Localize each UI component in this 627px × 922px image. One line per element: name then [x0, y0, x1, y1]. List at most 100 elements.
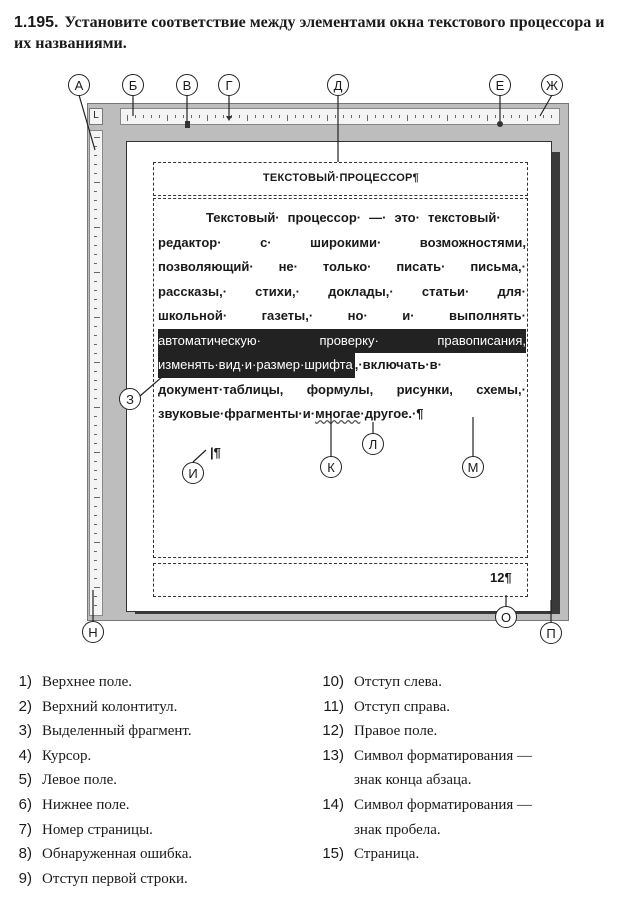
page-header-text: ТЕКСТОВЫЙ·ПРОЦЕССОР¶ — [262, 172, 420, 184]
ruler-tick — [247, 115, 248, 121]
answer-option: 12) Правое поле. — [318, 719, 532, 744]
selected-word: автоматическую· — [158, 332, 261, 348]
ruler-tick — [383, 115, 384, 118]
paragraph-line-2: редактор·с·широкими·возможностями, — [158, 231, 526, 256]
word: стихи,· — [255, 283, 300, 299]
ruler-tick — [303, 115, 304, 118]
answer-text: Отступ первой строки. — [42, 870, 188, 887]
ruler-tick — [94, 380, 97, 381]
answer-text: Отступ справа. — [354, 698, 450, 715]
ruler-tick — [94, 263, 97, 264]
ruler-tick — [327, 115, 328, 121]
ruler-tick — [375, 115, 376, 118]
ruler-tick — [94, 407, 100, 408]
answers-left-column: 1)Верхнее поле.2)Верхний колонтитул.3)Вы… — [14, 670, 192, 891]
ruler-tick — [94, 281, 97, 282]
ruler-tick — [167, 115, 168, 121]
ruler-tick — [463, 115, 464, 118]
label-g: Г — [218, 74, 240, 96]
label-i: И — [182, 462, 204, 484]
ruler-tick — [239, 115, 240, 118]
ruler-tick — [94, 605, 97, 606]
ruler-tick — [94, 344, 97, 345]
ruler-tick — [431, 115, 432, 118]
word: письма,· — [470, 259, 526, 274]
word: писать· — [396, 259, 446, 274]
ruler-tick — [94, 362, 100, 363]
answer-number: 5) — [18, 771, 32, 789]
word: газеты,· — [261, 308, 314, 323]
answer-option: 3)Выделенный фрагмент. — [14, 719, 192, 744]
ruler-tick — [423, 115, 424, 118]
ruler-tick — [94, 155, 97, 156]
header-area-box — [153, 162, 528, 196]
ruler-tick — [175, 115, 176, 118]
ruler-tick — [94, 335, 97, 336]
answer-number: 10) — [322, 673, 344, 690]
paragraph-line-4: рассказы,·стихи,·доклады,·статьи·для· — [158, 280, 526, 305]
document-paragraph[interactable]: Текстовый·процессор·—·это·текстовый· ред… — [158, 206, 526, 427]
word: с· — [260, 234, 272, 250]
horizontal-ruler[interactable] — [120, 108, 560, 125]
spelling-error-word[interactable]: многае — [315, 406, 361, 421]
label-a: А — [68, 74, 90, 96]
ruler-tick — [94, 497, 100, 498]
ruler-tick — [255, 115, 256, 118]
word: —· — [369, 210, 387, 225]
word: только· — [322, 259, 372, 274]
page-number: 12¶ — [490, 570, 512, 585]
ruler-tick — [359, 115, 360, 118]
word: выполнять· — [449, 308, 526, 323]
answer-number: 1) — [18, 673, 32, 690]
ruler-tick — [94, 560, 97, 561]
answer-option: 4)Курсор. — [14, 744, 192, 769]
paragraph-line-8: документ·таблицы,формулы,рисунки,схемы,· — [158, 378, 526, 403]
answer-option: 14)Символ форматирования — знак пробела. — [318, 793, 532, 842]
ruler-tick — [367, 115, 368, 121]
answer-text: Символ форматирования — знак конца абзац… — [354, 747, 533, 789]
answer-number: 15) — [322, 845, 344, 863]
ruler-tick — [127, 115, 128, 121]
ruler-tick — [495, 115, 496, 118]
word: схемы,· — [476, 381, 526, 397]
ruler-tick — [535, 115, 536, 118]
answer-text: Номер страницы. — [42, 821, 153, 838]
ruler-tick — [471, 115, 472, 118]
ruler-tick — [94, 524, 97, 525]
ruler-tick — [479, 115, 480, 118]
answer-number: 12) — [322, 722, 344, 740]
answer-text: Правое поле. — [354, 723, 438, 740]
tab-selector[interactable]: L — [89, 108, 103, 125]
ruler-tick — [151, 115, 152, 118]
ruler-tick — [94, 569, 97, 570]
ruler-tick — [319, 115, 320, 118]
answer-text: Отступ слева. — [354, 674, 442, 690]
answer-number: 7) — [18, 820, 32, 838]
answer-text: Страница. — [354, 846, 420, 863]
ruler-tick — [415, 115, 416, 118]
selected-word: правописания, — [437, 332, 526, 348]
answer-option: 5)Левое поле. — [14, 768, 192, 793]
ruler-tick — [351, 115, 352, 118]
paragraph-line-3: позволяющий·не·только·писать·письма,· — [158, 255, 526, 280]
ruler-tick — [94, 236, 97, 237]
ruler-tick — [94, 578, 97, 579]
selected-fragment-end[interactable]: изменять·вид·и·размер·шрифта — [158, 353, 355, 378]
word: школьной· — [158, 308, 228, 323]
answer-option: 8)Обнаруженная ошибка. — [14, 842, 192, 867]
ruler-tick — [94, 227, 100, 228]
selected-fragment-line[interactable]: автоматическую·проверку·правописания, — [158, 328, 526, 353]
answer-option: 7) Номер страницы. — [14, 818, 192, 843]
word: документ·таблицы, — [158, 381, 284, 397]
ruler-tick — [94, 218, 97, 219]
vertical-ruler[interactable] — [89, 130, 103, 616]
ruler-tick — [215, 115, 216, 118]
ruler-tick — [455, 115, 456, 118]
answer-text: Нижнее поле. — [42, 796, 130, 813]
word: возможностями, — [419, 234, 526, 250]
ruler-tick — [143, 115, 144, 118]
ruler-tick — [94, 272, 100, 273]
ruler-tick — [94, 398, 97, 399]
paragraph-line-5: школьной·газеты,·но·и·выполнять· — [158, 304, 526, 329]
answer-number: 9) — [18, 869, 32, 887]
